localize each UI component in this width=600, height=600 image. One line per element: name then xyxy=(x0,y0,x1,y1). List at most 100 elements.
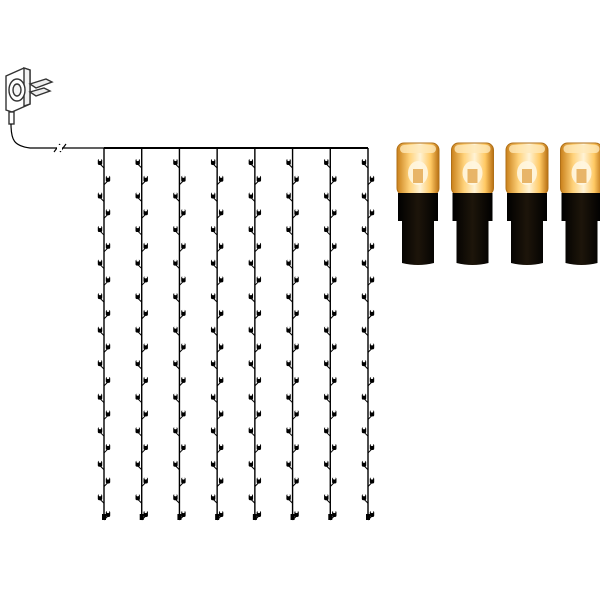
led-bulb-icon xyxy=(179,376,186,387)
led-bulb-icon xyxy=(173,158,180,169)
led-bulb-icon xyxy=(329,242,337,253)
led-bulb-icon xyxy=(141,476,148,487)
strand-end-cap xyxy=(366,514,370,520)
light-strand xyxy=(97,148,111,521)
led-bulb-icon xyxy=(286,426,293,437)
led-bulb-icon xyxy=(286,259,293,269)
led-bulb-icon xyxy=(216,376,224,387)
led-bulb-icon xyxy=(292,443,299,454)
led-bulb-icon xyxy=(329,476,337,487)
led-bulb-icon xyxy=(173,426,180,437)
led-bulb-icon xyxy=(97,192,105,202)
led-bulb-icon xyxy=(141,175,148,186)
led-bulb-icon xyxy=(216,342,224,353)
led-bulb-icon xyxy=(210,393,218,404)
led-bulb-icon xyxy=(248,158,256,169)
led-bulb-icon xyxy=(103,342,111,353)
led-bulb-icon xyxy=(324,292,331,303)
cable-break-icon xyxy=(53,143,67,153)
led-bulb-icon xyxy=(254,242,262,253)
led-bulb-icon xyxy=(141,342,148,353)
led-bulb-icon xyxy=(210,460,218,471)
led-bulb-icon xyxy=(179,242,186,253)
led-bulb-icon xyxy=(216,242,224,253)
led-bulb-icon xyxy=(248,259,256,269)
led-bulb-icon xyxy=(179,208,186,219)
led-bulb-icon xyxy=(103,309,111,320)
led-bulb-icon xyxy=(248,292,256,303)
led-bulb-icon xyxy=(329,342,337,353)
led-bulb-icon xyxy=(210,326,218,336)
light-strand xyxy=(173,148,186,521)
led-bulb-icon xyxy=(179,342,186,353)
led-bulb-icon xyxy=(324,326,331,336)
led-bulb-icon xyxy=(135,192,143,202)
led-bulb-icon xyxy=(286,493,293,504)
strand-end-cap xyxy=(139,514,144,520)
led-bulb-icon xyxy=(329,443,337,454)
led-bulb-icon xyxy=(254,175,262,186)
led-bulb-icon xyxy=(324,393,331,404)
led-closeup-bulb xyxy=(396,142,440,265)
led-bulb-icon xyxy=(367,242,375,253)
led-bulb-icon xyxy=(103,443,111,454)
led-bulb-icon xyxy=(367,443,375,454)
led-bulb-icon xyxy=(248,460,256,471)
led-bulb-icon xyxy=(361,426,369,437)
led-closeup-bulb xyxy=(560,142,600,265)
led-bulb-icon xyxy=(141,242,148,253)
light-strand xyxy=(135,148,148,521)
led-bulb-icon xyxy=(292,275,299,286)
strand-end-cap xyxy=(102,514,106,520)
led-bulb-icon xyxy=(97,393,105,404)
led-bulb-icon xyxy=(210,292,218,303)
led-bulb-icon xyxy=(210,192,218,202)
led-bulb-icon xyxy=(173,460,180,471)
led-bulb-icon xyxy=(324,426,331,437)
strand-end-cap xyxy=(177,514,182,520)
led-bulb-icon xyxy=(173,393,180,404)
led-bulb-icon xyxy=(324,259,331,269)
led-bulb-icon xyxy=(361,359,369,370)
led-bulb-icon xyxy=(135,158,143,169)
led-bulb-icon xyxy=(254,208,262,219)
led-bulb-icon xyxy=(173,192,180,202)
led-bulb-icon xyxy=(286,326,293,336)
led-bulb-icon xyxy=(216,476,224,487)
light-strand xyxy=(286,148,299,521)
led-bulb-icon xyxy=(361,158,369,169)
led-bulb-icon xyxy=(286,292,293,303)
led-bulb-icon xyxy=(248,326,256,336)
led-bulb-icon xyxy=(135,259,143,269)
led-bulb-icon xyxy=(141,208,148,219)
led-bulb-icon xyxy=(292,409,299,420)
led-bulb-icon xyxy=(210,259,218,269)
led-bulb-icon xyxy=(286,393,293,404)
led-housing xyxy=(398,193,438,265)
strand-end-cap xyxy=(328,514,333,520)
led-bulb-icon xyxy=(141,376,148,387)
led-bulb-icon xyxy=(173,359,180,370)
led-bulb-icon xyxy=(173,292,180,303)
led-bulb-icon xyxy=(103,275,111,286)
led-bulb-icon xyxy=(367,275,375,286)
led-bulb-icon xyxy=(292,342,299,353)
led-bulb-icon xyxy=(216,175,224,186)
light-strand xyxy=(361,148,375,521)
led-bulb-icon xyxy=(361,225,369,236)
led-bulb-icon xyxy=(97,158,105,169)
led-bulb-icon xyxy=(141,443,148,454)
led-bulb-icon xyxy=(361,493,369,504)
led-bulb-icon xyxy=(367,342,375,353)
led-bulb-icon xyxy=(103,376,111,387)
led-bulb-icon xyxy=(216,309,224,320)
led-bulb-icon xyxy=(286,225,293,236)
led-bulb-icon xyxy=(135,460,143,471)
led-bulb-icon xyxy=(103,175,111,186)
led-bulb-icon xyxy=(248,393,256,404)
led-bulb-icon xyxy=(329,275,337,286)
led-closeup-bulb xyxy=(505,142,549,265)
led-bulb-icon xyxy=(179,275,186,286)
